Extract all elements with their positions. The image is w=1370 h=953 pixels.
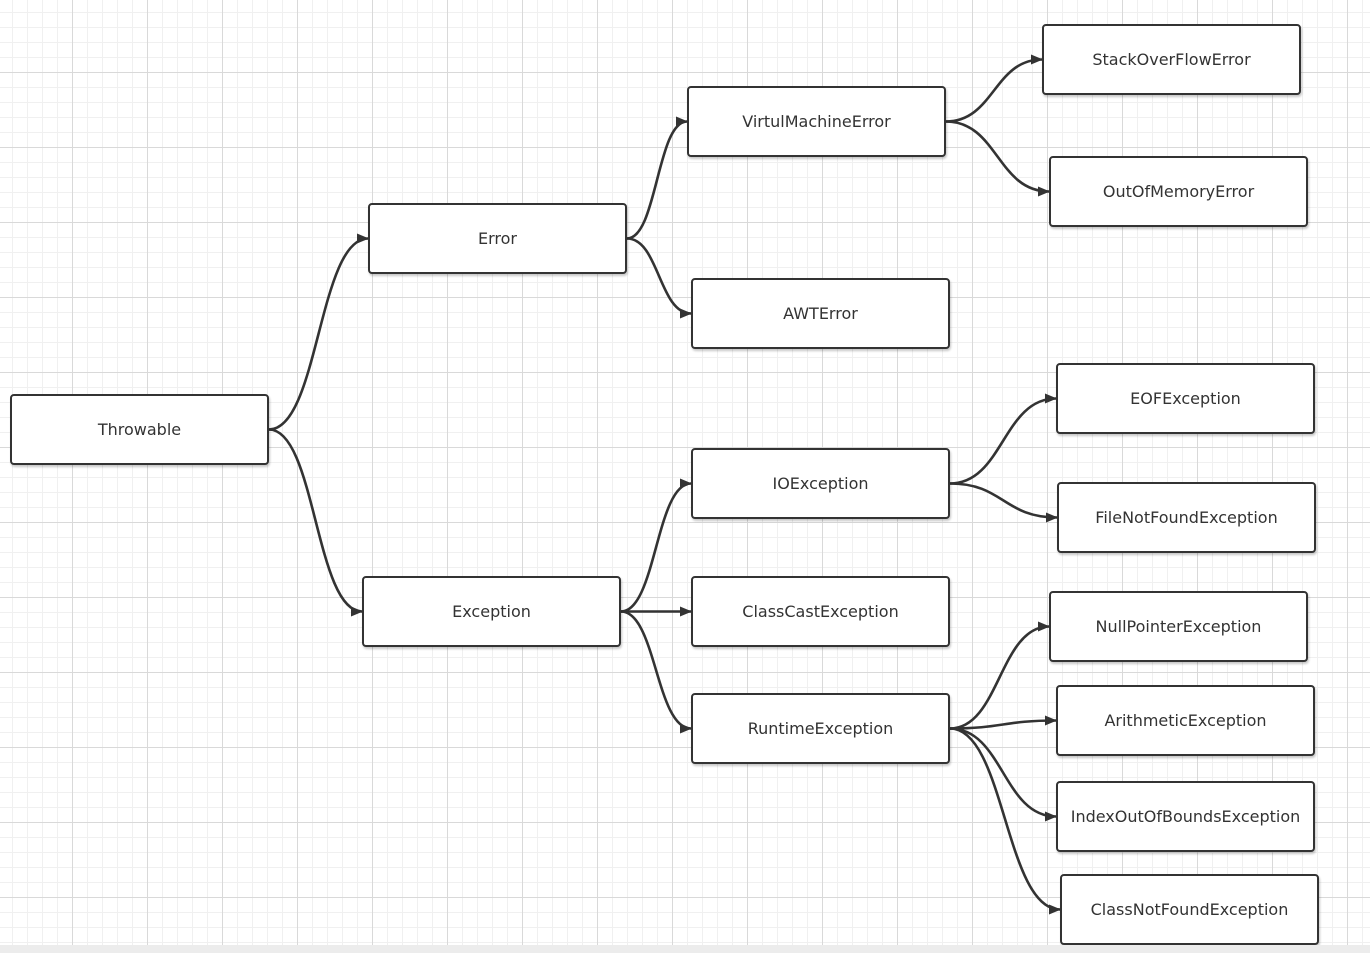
connector-throwable-to-exception[interactable]	[268, 428, 363, 617]
node-throwable[interactable]: Throwable	[10, 394, 269, 465]
node-nullpointerexception[interactable]: NullPointerException	[1049, 591, 1308, 662]
connector-throwable-to-error[interactable]	[268, 233, 369, 431]
node-filenotfoundexception[interactable]: FileNotFoundException	[1057, 482, 1316, 553]
node-classnotfoundexception[interactable]: ClassNotFoundException	[1060, 874, 1319, 945]
node-arithmeticexception[interactable]: ArithmeticException	[1056, 685, 1315, 756]
connector-ioexception-to-eofexception[interactable]	[949, 393, 1057, 485]
node-stackoverflowerror[interactable]: StackOverFlowError	[1042, 24, 1301, 95]
node-ioexception[interactable]: IOException	[691, 448, 950, 519]
connector-error-to-awterror[interactable]	[626, 237, 692, 319]
node-runtimeexception[interactable]: RuntimeException	[691, 693, 950, 764]
node-error[interactable]: Error	[368, 203, 627, 274]
canvas-bottom-edge	[0, 945, 1370, 953]
connector-ioexception-to-filenotfoundexception[interactable]	[949, 482, 1058, 523]
node-outofmemoryerror[interactable]: OutOfMemoryError	[1049, 156, 1308, 227]
connector-exception-to-runtimeexception[interactable]	[620, 610, 692, 734]
connector-error-to-virtualmachineerror[interactable]	[626, 116, 688, 240]
node-indexoutofboundsexception[interactable]: IndexOutOfBoundsException	[1056, 781, 1315, 852]
node-awterror[interactable]: AWTError	[691, 278, 950, 349]
connector-runtimeexception-to-nullpointerexception[interactable]	[949, 621, 1050, 730]
node-eofexception[interactable]: EOFException	[1056, 363, 1315, 434]
connector-runtimeexception-to-arithmeticexception[interactable]	[949, 715, 1057, 730]
connector-runtimeexception-to-indexoutofboundsexception[interactable]	[949, 727, 1057, 822]
node-classcastexception[interactable]: ClassCastException	[691, 576, 950, 647]
connector-runtimeexception-to-classnotfoundexception[interactable]	[949, 727, 1061, 915]
node-virtualmachineerror[interactable]: VirtulMachineError	[687, 86, 946, 157]
connector-virtualmachineerror-to-stackoverflowerror[interactable]	[945, 54, 1043, 123]
node-exception[interactable]: Exception	[362, 576, 621, 647]
connector-virtualmachineerror-to-outofmemoryerror[interactable]	[945, 120, 1050, 197]
connector-exception-to-ioexception[interactable]	[620, 478, 692, 613]
